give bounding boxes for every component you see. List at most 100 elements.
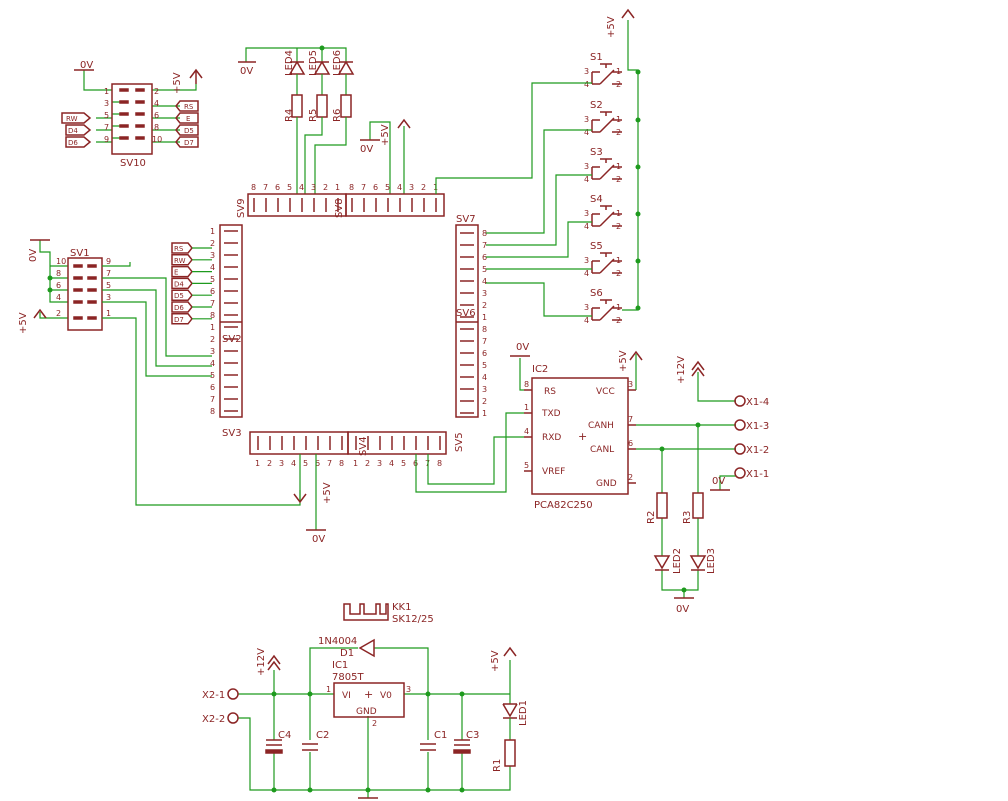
- bottom-header-pin-number: 4: [291, 459, 296, 468]
- right-header-pin-number: 3: [482, 289, 487, 298]
- right-header-pin-number: 1: [482, 313, 487, 322]
- bottom-header-pin-number: 8: [339, 459, 344, 468]
- ic2-transceiver: IC2 PCA82C250 + RS TXD RXD VREF VCC CANH…: [415, 342, 643, 511]
- sv10-pins: [119, 88, 145, 140]
- svg-text:3: 3: [584, 256, 589, 265]
- sv2-tag: [171, 301, 193, 313]
- kk1-part-label: SK12/25: [392, 614, 434, 625]
- sv10-pin-6: 6: [154, 111, 159, 120]
- sv2-tag: [171, 265, 193, 278]
- sv10-pin-10: 10: [152, 135, 162, 144]
- ic2-pin-vref: VREF: [542, 467, 565, 477]
- sv10-tag-d7: D7: [175, 136, 199, 148]
- c3-label: C3: [466, 730, 479, 741]
- can-indicators: 0V R2 R3 LED2 LED3: [646, 425, 717, 615]
- svg-text:1: 1: [616, 303, 621, 312]
- sv4-label: SV4: [358, 436, 369, 456]
- left-header-pin-number: 1: [210, 323, 215, 332]
- psu-12v-label: +12V: [256, 648, 267, 676]
- left-header-pin-number: 3: [210, 347, 215, 356]
- sv5-label: SV5: [454, 432, 465, 452]
- sv2-tag: [171, 289, 193, 301]
- svg-text:4: 4: [584, 269, 589, 278]
- ic1-vo-label: V0: [380, 691, 392, 701]
- top-header-pin-number: 2: [421, 183, 426, 192]
- x1-3-terminal: [734, 419, 746, 431]
- svg-text:3: 3: [584, 303, 589, 312]
- right-header-pin-number: 2: [482, 301, 487, 310]
- svg-text:E: E: [186, 115, 190, 123]
- ic1-part-label: 7805T: [332, 672, 364, 683]
- top-led-group: 0V LED4 LED5 LED6 R4 R5 R6: [238, 45, 355, 194]
- c2-capacitor: [302, 743, 318, 751]
- x1-0v-label: 0V: [712, 476, 725, 487]
- top-header-pin-number: 3: [409, 183, 414, 192]
- sv10-pin-1: 1: [104, 87, 109, 96]
- right-header-pin-number: 1: [482, 409, 487, 418]
- svg-text:3: 3: [584, 209, 589, 218]
- sv1-pin-left: 4: [56, 293, 61, 302]
- heatsink-kk1: KK1 SK12/25: [343, 602, 434, 625]
- ic2-0v-label: 0V: [516, 342, 529, 353]
- kk1-label: KK1: [392, 602, 411, 613]
- svg-text:RW: RW: [66, 115, 78, 123]
- ic1-gnd-label: GND: [356, 707, 377, 717]
- bottom-header-pin-number: 8: [437, 459, 442, 468]
- ic2-pin-vcc: VCC: [596, 387, 615, 397]
- svg-text:+: +: [578, 430, 587, 443]
- r6-label: R6: [332, 109, 343, 122]
- svg-text:1: 1: [326, 685, 331, 694]
- header-power-bottom: 0V +5V: [293, 454, 333, 545]
- sv3-label: SV3: [222, 428, 242, 439]
- right-header-pin-number: 7: [482, 337, 487, 346]
- r3-label: R3: [682, 511, 693, 524]
- r2-resistor: [656, 492, 668, 519]
- sv10-0v-label: 0V: [80, 60, 93, 71]
- right-header-pin-number: 6: [482, 349, 487, 358]
- c4-capacitor: [266, 739, 282, 746]
- psu-wiring: [238, 647, 511, 799]
- sv1-pin-right: 5: [106, 281, 111, 290]
- x2-connector: X2-1 X2-2: [202, 688, 239, 725]
- sv10-pin-7: 7: [104, 123, 109, 132]
- svg-text:4: 4: [584, 175, 589, 184]
- psu-led-r1: LED1 R1: [492, 700, 529, 772]
- x2-1-label: X2-1: [202, 690, 225, 701]
- sv10-tag-d6: D6: [65, 136, 92, 148]
- bottom-header-pin-number: 1: [255, 459, 260, 468]
- bottom-header-pin-number: 4: [389, 459, 394, 468]
- svg-text:4: 4: [584, 80, 589, 89]
- sv1-5v-label: +5V: [18, 312, 29, 334]
- bottom-header-pin-number: 2: [365, 459, 370, 468]
- sv10-tag-rs: RS: [175, 100, 199, 112]
- right-header-pin-number: 2: [482, 397, 487, 406]
- sv2-tag: [171, 254, 193, 266]
- c1-capacitor: [420, 743, 436, 751]
- x1-1-label: X1-1: [746, 469, 769, 480]
- left-header-pin-number: 7: [210, 299, 215, 308]
- svg-text:D4: D4: [68, 127, 78, 135]
- bottom-header-pin-number: 2: [267, 459, 272, 468]
- bottom-header-pin-number: 5: [303, 459, 308, 468]
- svg-text:1: 1: [616, 67, 621, 76]
- x2-2-label: X2-2: [202, 714, 225, 725]
- top-header-pin-number: 6: [275, 183, 280, 192]
- svg-text:2: 2: [616, 128, 621, 137]
- svg-text:4: 4: [584, 316, 589, 325]
- svg-text:1: 1: [616, 209, 621, 218]
- svg-text:D5: D5: [184, 127, 194, 135]
- sv2-tag-label: RW: [174, 257, 186, 265]
- left-header-pin-number: 7: [210, 395, 215, 404]
- svg-text:4: 4: [584, 128, 589, 137]
- svg-text:2: 2: [616, 175, 621, 184]
- x1-2-terminal: [734, 443, 746, 455]
- led4-label: LED4: [284, 50, 295, 76]
- top-header-pin-number: 7: [361, 183, 366, 192]
- psu-rails: +12V +5V: [256, 646, 517, 676]
- ic2-pin-rs: RS: [544, 387, 556, 397]
- svg-text:D7: D7: [184, 139, 194, 147]
